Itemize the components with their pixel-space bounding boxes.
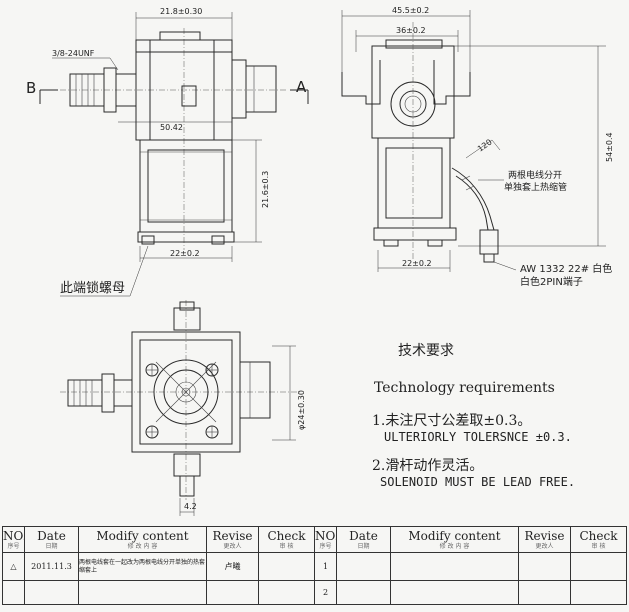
row1-date-2 — [336, 552, 391, 581]
row2-revise — [206, 580, 259, 605]
row1-date: 2011.11.3 — [24, 552, 79, 581]
bottom-plan-view: φ24±0.30 4.2 — [60, 300, 306, 516]
dim-bottom-offset: 4.2 — [184, 502, 197, 511]
lock-nut-note: 此端锁螺母 — [60, 280, 125, 296]
row1-check-2 — [570, 552, 627, 581]
row2-check — [258, 580, 315, 605]
row1-check — [258, 552, 315, 581]
requirement-item-1-en: ULTERIORLY TOLERSNCE ±0.3. — [384, 430, 572, 444]
dim-base-width-right: 22±0.2 — [402, 259, 432, 268]
dim-overall-height: 54±0.4 — [605, 132, 614, 162]
row1-content-2 — [390, 552, 519, 581]
dim-top-width: 21.8±0.30 — [160, 7, 202, 16]
row2-no — [2, 580, 25, 605]
row1-revise-2 — [518, 552, 571, 581]
row2-content-2 — [390, 580, 519, 605]
wire-note-line2: 单独套上热缩管 — [504, 181, 567, 193]
requirement-item-2-en: SOLENOID MUST BE LEAD FREE. — [380, 475, 576, 489]
wire-spec-line2: 白色2PIN端子 — [520, 275, 583, 288]
requirement-item-2: 2.滑杆动作灵活。 — [372, 458, 484, 474]
dim-inner-spacing: 36±0.2 — [396, 26, 426, 35]
row1-revise: 卢曦 — [206, 552, 259, 581]
row2-revise-2 — [518, 580, 571, 605]
requirements-title-en: Technology requirements — [374, 380, 555, 396]
wire-spec-line1: AW 1332 22# 白色 — [520, 262, 612, 275]
right-side-view: 45.5±0.2 36±0.2 54±0.4 22±0.2 — [341, 6, 614, 288]
dim-diameter: φ24±0.30 — [297, 390, 306, 430]
wire-note-line1: 两根电线分开 — [508, 169, 562, 181]
dim-overall-width: 45.5±0.2 — [392, 6, 429, 15]
row1-no-2: 1 — [314, 552, 337, 581]
table-row: △ 2011.11.3 两根电线套在一起改为两根电线分开单独的热套缩套上 卢曦 … — [2, 552, 627, 581]
row1-content: 两根电线套在一起改为两根电线分开单独的热套缩套上 — [78, 552, 207, 581]
section-label-a: A — [296, 78, 307, 96]
row2-check-2 — [570, 580, 627, 605]
dim-wire-length: 120 — [476, 138, 494, 154]
row2-date — [24, 580, 79, 605]
dim-base-width-left: 22±0.2 — [170, 249, 200, 258]
dim-inner-width: 50.42 — [160, 123, 183, 132]
header-no-2: NO.序号 — [314, 526, 337, 553]
header-no: NO.序号 — [2, 526, 25, 553]
table-row: 2 — [2, 580, 627, 605]
dim-side-height: 21.6±0.3 — [261, 171, 270, 208]
row2-content — [78, 580, 207, 605]
requirements-title: 技术要求 — [398, 343, 454, 359]
row2-date-2 — [336, 580, 391, 605]
section-label-b: B — [26, 79, 36, 97]
dim-thread: 3/8-24UNF — [52, 49, 95, 58]
requirement-item-1: 1.未注尺寸公差取±0.3。 — [372, 413, 532, 429]
row2-no-2: 2 — [314, 580, 337, 605]
left-elevation-view: 21.8±0.30 3/8-24UNF B A — [26, 7, 309, 297]
row1-no: △ — [2, 552, 25, 581]
